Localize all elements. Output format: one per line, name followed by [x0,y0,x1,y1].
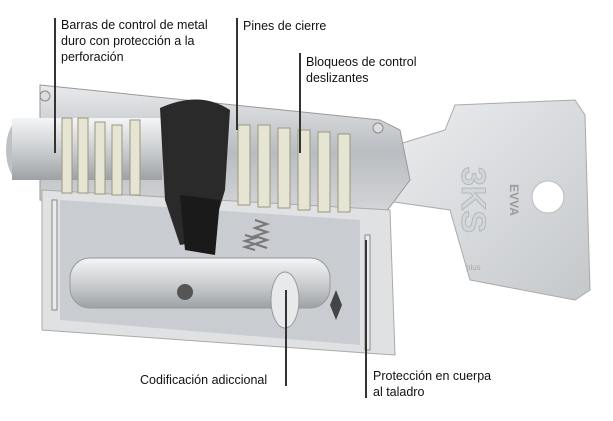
key-suffix: plus [466,263,481,272]
label-locking-pins: Pines de cierre [243,19,327,33]
key: 3KS EVVA plus [379,99,591,301]
leader-line-drill-protection [365,240,367,398]
label-sliding-blocks: Bloqueos de control deslizantes [306,55,417,85]
leader-line-control-bars [54,18,56,153]
label-control-bars: Barras de control de metal duro con prot… [61,18,208,64]
label-additional-coding: Codificación adiccional [140,373,268,387]
key-brand: EVVA [507,184,521,216]
label-drill-protection: Protección en cuerpa al taladro [373,369,492,399]
key-model: 3KS [454,167,492,233]
leader-line-sliding-blocks [299,53,301,153]
leader-line-additional-coding [285,290,287,386]
leader-line-locking-pins [236,18,238,130]
